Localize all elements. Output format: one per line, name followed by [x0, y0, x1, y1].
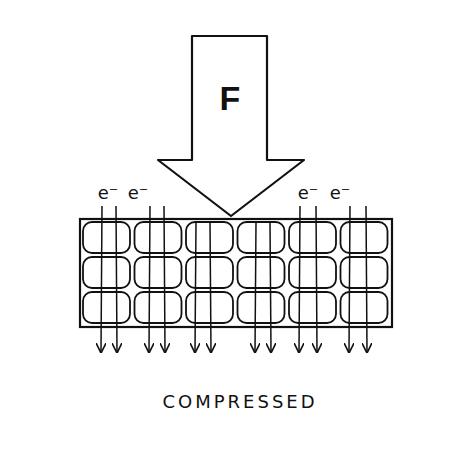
flow-arrow: [101, 206, 102, 352]
electron-label: e⁻: [329, 182, 352, 203]
flow-arrow: [349, 206, 350, 352]
electron-flow-lines: [101, 206, 367, 352]
electron-label: e⁻: [127, 182, 150, 203]
flow-arrow: [316, 206, 317, 352]
grain-cell: [341, 257, 388, 288]
grain-cell: [289, 257, 336, 288]
caption: COMPRESSED: [162, 391, 317, 412]
flow-arrow: [195, 222, 196, 352]
flow-arrow: [149, 206, 150, 352]
force-label: F: [220, 79, 241, 118]
electron-label: e⁻: [297, 182, 320, 203]
grain-cell: [135, 257, 182, 288]
grain-cell: [238, 292, 285, 323]
flow-arrow: [164, 206, 165, 352]
grain-cell: [186, 257, 233, 288]
flow-arrow: [299, 206, 300, 352]
grain-cells: [83, 222, 388, 323]
grain-cell: [83, 257, 130, 288]
flow-arrow: [210, 222, 211, 352]
force-arrow: F: [156, 34, 306, 218]
grain-cell: [341, 292, 388, 323]
grain-cell: [238, 222, 285, 253]
grain-cell: [135, 222, 182, 253]
grain-cell: [135, 292, 182, 323]
grain-cell: [186, 292, 233, 323]
block-outline: [80, 219, 392, 327]
grain-cell: [238, 257, 285, 288]
grain-cell: [289, 222, 336, 253]
electron-label: e⁻: [97, 182, 120, 203]
grain-cell: [341, 222, 388, 253]
flow-arrow: [116, 206, 117, 352]
flow-arrow: [366, 206, 367, 352]
grain-cell: [83, 222, 130, 253]
arrow-outline: [156, 34, 306, 218]
grain-cell: [289, 292, 336, 323]
flow-arrow: [270, 222, 271, 352]
flow-arrow: [255, 222, 256, 352]
grain-cell: [83, 292, 130, 323]
